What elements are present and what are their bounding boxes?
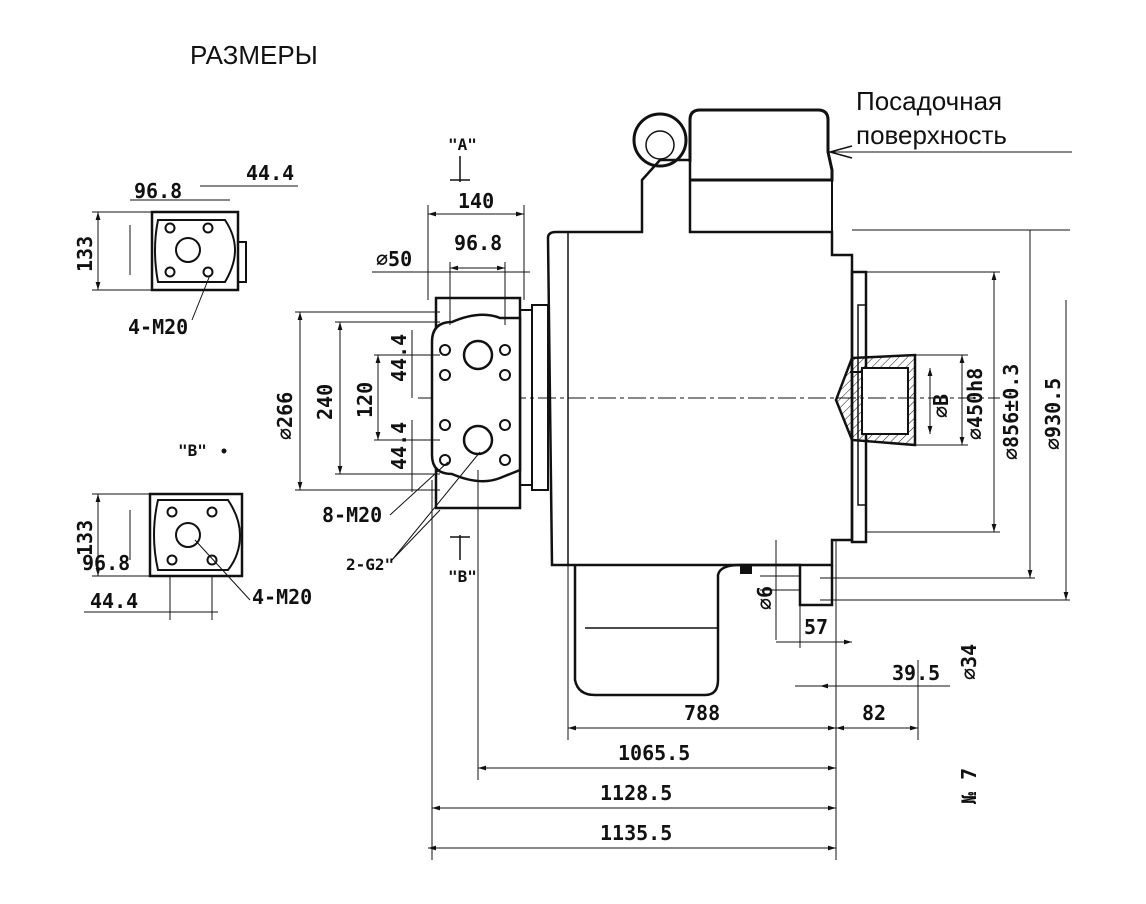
dim-856: ⌀856±0.3 xyxy=(999,364,1023,460)
dim-drain-6: ⌀6 xyxy=(753,586,777,610)
flange-top-133: 133 xyxy=(73,236,97,272)
dim-788: 788 xyxy=(684,701,720,725)
dim-shaft-b: ⌀B xyxy=(929,394,953,418)
motor-body xyxy=(519,108,854,697)
dim-bore-50: ⌀50 xyxy=(376,247,412,271)
model-number: № 7 xyxy=(957,768,981,805)
label-2-g2: 2-G2" xyxy=(346,555,394,574)
seating-surface-line2: поверхность xyxy=(856,120,1007,150)
drain-port xyxy=(740,566,752,574)
port-block xyxy=(430,296,522,510)
dim-1065-5: 1065.5 xyxy=(618,741,690,765)
dim-39-5: 39.5 xyxy=(892,661,940,685)
dim-140: 140 xyxy=(458,189,494,213)
seating-surface-label: Посадочная поверхность xyxy=(856,84,1007,152)
dim-120: 120 xyxy=(353,382,377,418)
page-title: РАЗМЕРЫ xyxy=(190,40,318,70)
flange-bottom-133: 133 xyxy=(73,520,97,556)
flange-view-top xyxy=(150,210,247,292)
dim-450h8: ⌀450h8 xyxy=(963,368,987,440)
seating-arrow xyxy=(827,145,853,159)
flange-top-96-8: 96.8 xyxy=(134,179,182,203)
view-b-top-label: "B" xyxy=(178,441,207,460)
dim-1128-5: 1128.5 xyxy=(600,781,672,805)
view-b-dot xyxy=(221,448,227,454)
flange-view-bottom xyxy=(148,492,244,578)
view-a-label: "A" xyxy=(448,135,477,154)
label-8-m20: 8-M20 xyxy=(322,503,382,527)
flange-bottom-4-m20: 4-M20 xyxy=(252,585,312,609)
dim-1135-5: 1135.5 xyxy=(600,821,672,845)
dim-44-4-lower: 44.4 xyxy=(387,422,411,470)
dim-266: ⌀266 xyxy=(273,392,297,440)
dim-82: 82 xyxy=(862,701,886,725)
flange-bottom-96-8: 96.8 xyxy=(82,551,130,575)
view-b-bottom-label: "B" xyxy=(448,567,477,586)
dim-930-5: ⌀930.5 xyxy=(1041,378,1065,450)
dim-44-4-upper: 44.4 xyxy=(387,334,411,382)
seating-surface-line1: Посадочная xyxy=(856,86,1003,116)
dim-57: 57 xyxy=(804,615,828,639)
dim-96-8-port: 96.8 xyxy=(454,231,502,255)
dim-240: 240 xyxy=(313,384,337,420)
flange-top-4-m20: 4-M20 xyxy=(128,315,188,339)
dim-34: ⌀34 xyxy=(957,644,981,680)
shaft-section xyxy=(834,353,917,447)
flange-top-44-4: 44.4 xyxy=(246,161,294,185)
flange-bottom-44-4: 44.4 xyxy=(90,589,138,613)
